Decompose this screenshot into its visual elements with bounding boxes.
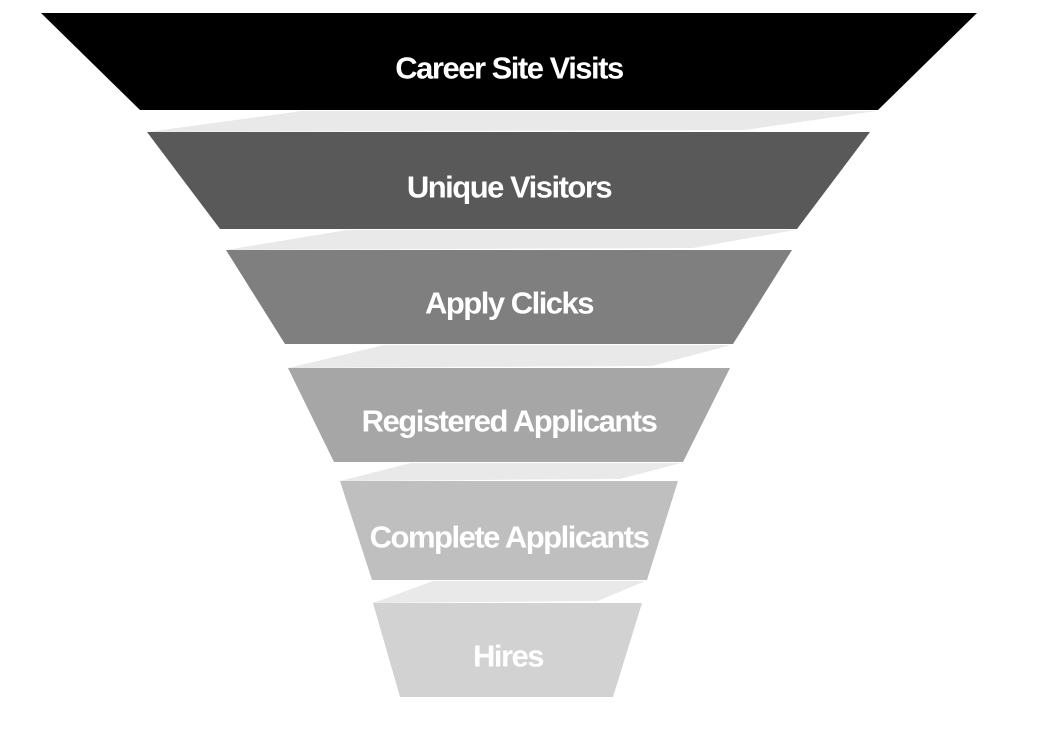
funnel-connector-fold-2	[226, 230, 795, 250]
funnel-connector-fold-5	[373, 581, 645, 603]
funnel-label-registered-applicants: Registered Applicants	[362, 404, 657, 439]
funnel-connectors	[147, 111, 876, 603]
funnel-segment-registered-applicants	[288, 368, 730, 462]
funnel-segment-apply-clicks	[226, 250, 792, 344]
funnel-label-hires: Hires	[473, 639, 543, 674]
funnel-label-apply-clicks: Apply Clicks	[425, 286, 593, 321]
funnel-segment-career-site-visits	[41, 13, 977, 110]
funnel-segment-complete-applicants	[340, 481, 678, 580]
funnel-connector-fold-3	[288, 345, 731, 368]
funnel-segment-hires	[373, 603, 642, 697]
funnel-segment-unique-visitors	[147, 132, 870, 229]
funnel-labels: Career Site Visits Unique Visitors Apply…	[362, 51, 658, 674]
funnel-segments	[41, 13, 977, 697]
funnel-label-unique-visitors: Unique Visitors	[407, 170, 612, 205]
funnel-label-complete-applicants: Complete Applicants	[370, 520, 649, 555]
funnel-connector-fold-4	[340, 463, 681, 481]
funnel-label-career-site-visits: Career Site Visits	[395, 51, 623, 86]
funnel-connector-fold-1	[147, 111, 876, 132]
